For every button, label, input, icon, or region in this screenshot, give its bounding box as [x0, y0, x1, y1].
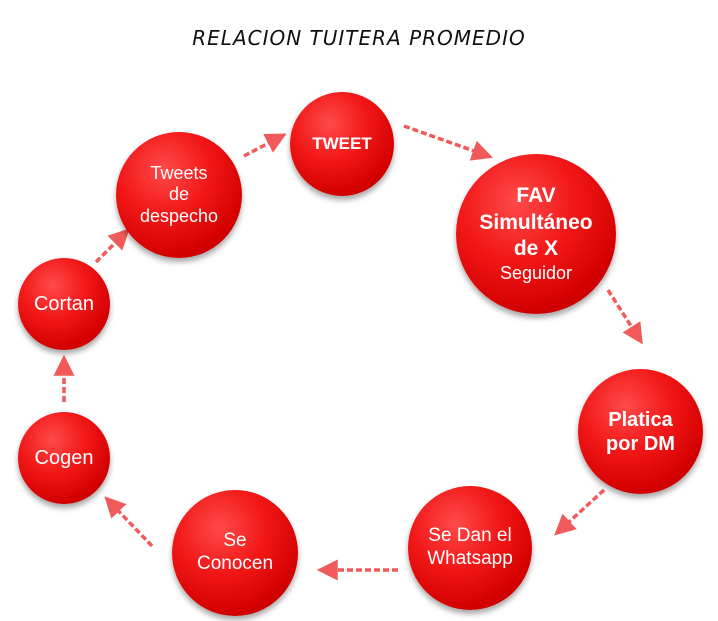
node-cogen: Cogen	[18, 412, 110, 504]
node-cortan-label: Cortan	[33, 293, 95, 315]
node-fav-line3: de X	[513, 236, 559, 260]
arrow-cortan-to-despecho	[94, 228, 130, 264]
node-tweet-label: TWEET	[312, 133, 372, 153]
node-fav-line4: Seguidor	[499, 263, 573, 284]
arrow-platica-to-whatsapp	[554, 488, 606, 536]
node-fav-line1: FAV	[516, 184, 556, 208]
node-fav: FAV Simultáneo de X Seguidor	[456, 154, 616, 314]
node-platica-label: Platica por DM	[606, 408, 675, 455]
node-cortan: Cortan	[18, 258, 110, 350]
node-platica: Platica por DM	[578, 369, 703, 494]
diagram-title: RELACION TUITERA PROMEDIO	[192, 26, 526, 50]
node-cogen-label: Cogen	[34, 447, 94, 469]
node-conocen-label: Se Conocen	[196, 530, 274, 574]
node-whatsapp: Se Dan el Whatsapp	[408, 486, 532, 610]
arrow-fav-to-platica	[606, 289, 643, 345]
node-conocen: Se Conocen	[172, 490, 298, 616]
node-whatsapp-label: Se Dan el Whatsapp	[427, 525, 513, 569]
node-despecho-label: Tweets de despecho	[139, 162, 219, 226]
node-tweet: TWEET	[290, 92, 394, 196]
arrow-tweet-to-fav	[403, 124, 493, 161]
node-despecho: Tweets de despecho	[116, 132, 242, 258]
node-fav-line2: Simultáneo	[479, 210, 593, 234]
arrow-conocen-to-cogen	[104, 496, 154, 548]
arrow-despecho-to-tweet	[243, 133, 287, 158]
